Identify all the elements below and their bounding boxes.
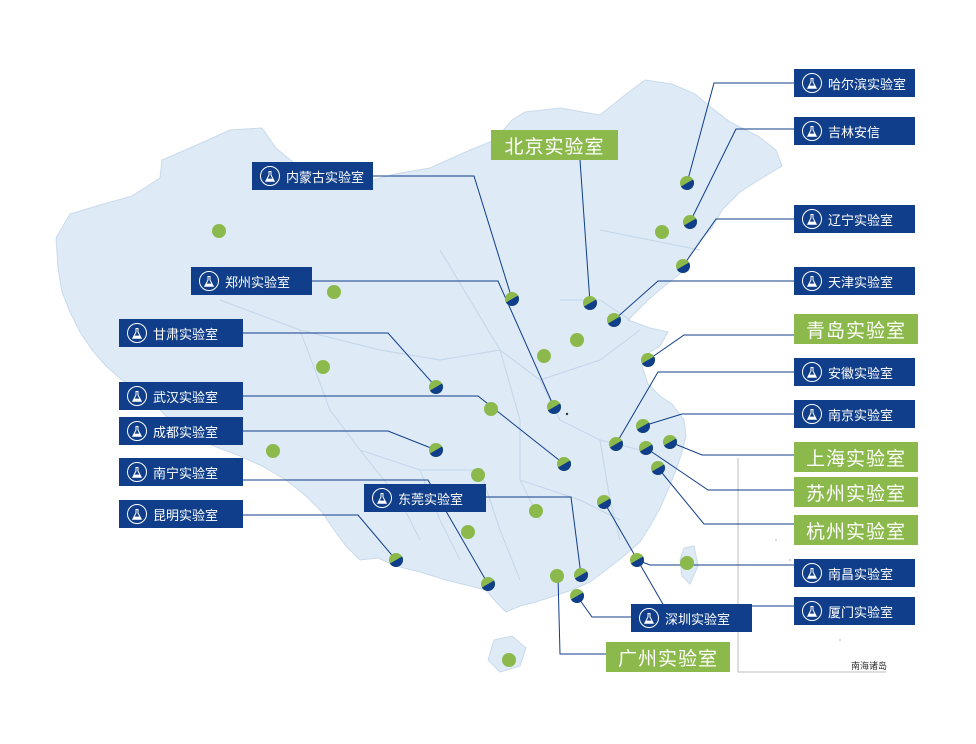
flask-icon <box>127 504 147 524</box>
flask-icon <box>639 608 659 628</box>
lab-marker-nanchang <box>630 553 644 567</box>
label-liaoning-lab[interactable]: 辽宁实验室 <box>794 205 915 233</box>
label-beijing-lab[interactable]: 北京实验室 <box>491 130 618 160</box>
label-xiamen-lab[interactable]: 厦门实验室 <box>794 597 915 625</box>
label-nanjing-lab[interactable]: 南京实验室 <box>794 400 915 428</box>
flask-icon <box>802 73 822 93</box>
label-kunming-lab[interactable]: 昆明实验室 <box>119 500 243 528</box>
lab-marker-nanning <box>481 577 495 591</box>
lab-name: 深圳实验室 <box>665 612 731 628</box>
label-hangzhou-lab[interactable]: 杭州实验室 <box>794 515 918 545</box>
flask-icon <box>802 601 822 621</box>
lab-marker-anhui <box>609 437 623 451</box>
label-nanning-lab[interactable]: 南宁实验室 <box>119 458 243 486</box>
label-zhengzhou-lab[interactable]: 郑州实验室 <box>191 267 312 295</box>
flask-icon <box>199 271 219 291</box>
label-shenzhen-lab[interactable]: 深圳实验室 <box>631 604 752 632</box>
lab-name: 昆明实验室 <box>153 508 219 524</box>
lab-marker-qingdao <box>641 353 655 367</box>
lab-marker-tianjin <box>607 313 621 327</box>
lab-marker-jilin <box>683 215 697 229</box>
lab-marker-neimenggu <box>505 292 519 306</box>
label-neimenggu-lab[interactable]: 内蒙古实验室 <box>252 162 373 190</box>
flask-icon <box>802 563 822 583</box>
lab-name: 南昌实验室 <box>828 567 894 583</box>
lab-marker-xiamen <box>597 495 611 509</box>
lab-marker-liaoning <box>676 259 690 273</box>
flask-icon <box>802 271 822 291</box>
label-shanghai-lab[interactable]: 上海实验室 <box>794 442 918 472</box>
label-suzhou-lab[interactable]: 苏州实验室 <box>794 477 918 507</box>
label-anhui-lab[interactable]: 安徽实验室 <box>794 358 915 386</box>
lab-name: 甘肃实验室 <box>153 327 219 343</box>
lab-name: 南宁实验室 <box>153 466 219 482</box>
lab-marker-chengdu <box>429 443 443 457</box>
lab-markers <box>389 176 697 603</box>
lab-name: 辽宁实验室 <box>828 213 894 229</box>
lab-marker-beijing <box>583 296 597 310</box>
lab-marker-nanjing <box>636 419 650 433</box>
lab-marker-shanghai <box>663 435 677 449</box>
lab-name: 天津实验室 <box>828 275 894 291</box>
capital-dot <box>565 412 569 416</box>
lab-marker-hangzhou <box>651 461 665 475</box>
south-sea-islands-label: 南海诸岛 <box>851 662 888 672</box>
flask-icon <box>260 166 280 186</box>
lab-name: 安徽实验室 <box>828 366 894 382</box>
lab-marker-kunming <box>389 553 403 567</box>
label-dongguan-lab[interactable]: 东莞实验室 <box>364 484 486 512</box>
lab-name: 南京实验室 <box>828 408 894 424</box>
label-haerbin-lab[interactable]: 哈尔滨实验室 <box>794 69 915 97</box>
leader-lines <box>243 82 794 655</box>
label-gansu-lab[interactable]: 甘肃实验室 <box>119 319 243 347</box>
lab-name: 成都实验室 <box>153 425 219 441</box>
lab-name: 厦门实验室 <box>828 605 894 621</box>
south-sea-islands <box>775 539 841 641</box>
label-qingdao-lab[interactable]: 青岛实验室 <box>794 314 918 344</box>
lab-name: 武汉实验室 <box>153 390 219 406</box>
china-landmass <box>55 79 783 613</box>
lab-marker-zhengzhou <box>547 400 561 414</box>
label-wuhan-lab[interactable]: 武汉实验室 <box>119 382 243 410</box>
flask-icon <box>127 323 147 343</box>
label-tianjin-lab[interactable]: 天津实验室 <box>794 267 915 295</box>
label-jilin-lab[interactable]: 吉林安信 <box>794 117 915 145</box>
label-guangzhou-lab[interactable]: 广州实验室 <box>606 642 730 672</box>
lab-marker-shenzhen <box>570 589 584 603</box>
flask-icon <box>802 362 822 382</box>
lab-name: 郑州实验室 <box>225 275 291 291</box>
flask-icon <box>802 404 822 424</box>
flask-icon <box>802 209 822 229</box>
label-chengdu-lab[interactable]: 成都实验室 <box>119 417 243 445</box>
lab-marker-suzhou <box>639 441 653 455</box>
flask-icon <box>372 488 392 508</box>
lab-name: 吉林安信 <box>828 125 881 141</box>
lab-marker-gansu <box>429 380 443 394</box>
flask-icon <box>802 121 822 141</box>
flask-icon <box>127 386 147 406</box>
lab-marker-haerbin <box>680 176 694 190</box>
lab-name: 哈尔滨实验室 <box>828 77 907 93</box>
lab-name: 东莞实验室 <box>398 492 464 508</box>
province-dots <box>212 224 694 667</box>
lab-marker-wuhan <box>557 457 571 471</box>
lab-name: 内蒙古实验室 <box>286 170 365 186</box>
flask-icon <box>127 462 147 482</box>
label-nanchang-lab[interactable]: 南昌实验室 <box>794 559 915 587</box>
lab-marker-dongguan <box>574 568 588 582</box>
flask-icon <box>127 421 147 441</box>
south-sea-inset-frame <box>737 458 886 673</box>
